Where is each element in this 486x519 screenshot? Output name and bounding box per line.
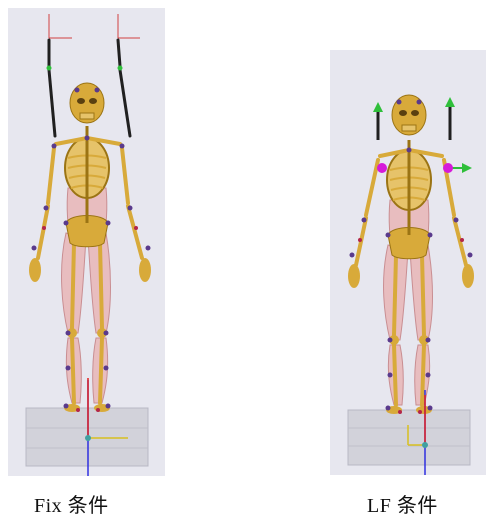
fix-condition-panel (8, 8, 165, 476)
top-frame-right (118, 14, 140, 38)
lf-condition-render (330, 50, 486, 475)
top-frame-left (49, 14, 72, 38)
fix-condition-render (8, 8, 165, 476)
knees (67, 328, 107, 338)
fix-condition-caption: Fix 条件 (34, 489, 109, 518)
knees (389, 335, 429, 345)
rod-markers (47, 66, 123, 71)
lf-condition-caption: LF 条件 (367, 489, 438, 518)
floor-plate (348, 410, 470, 465)
lf-condition-panel (330, 50, 486, 475)
